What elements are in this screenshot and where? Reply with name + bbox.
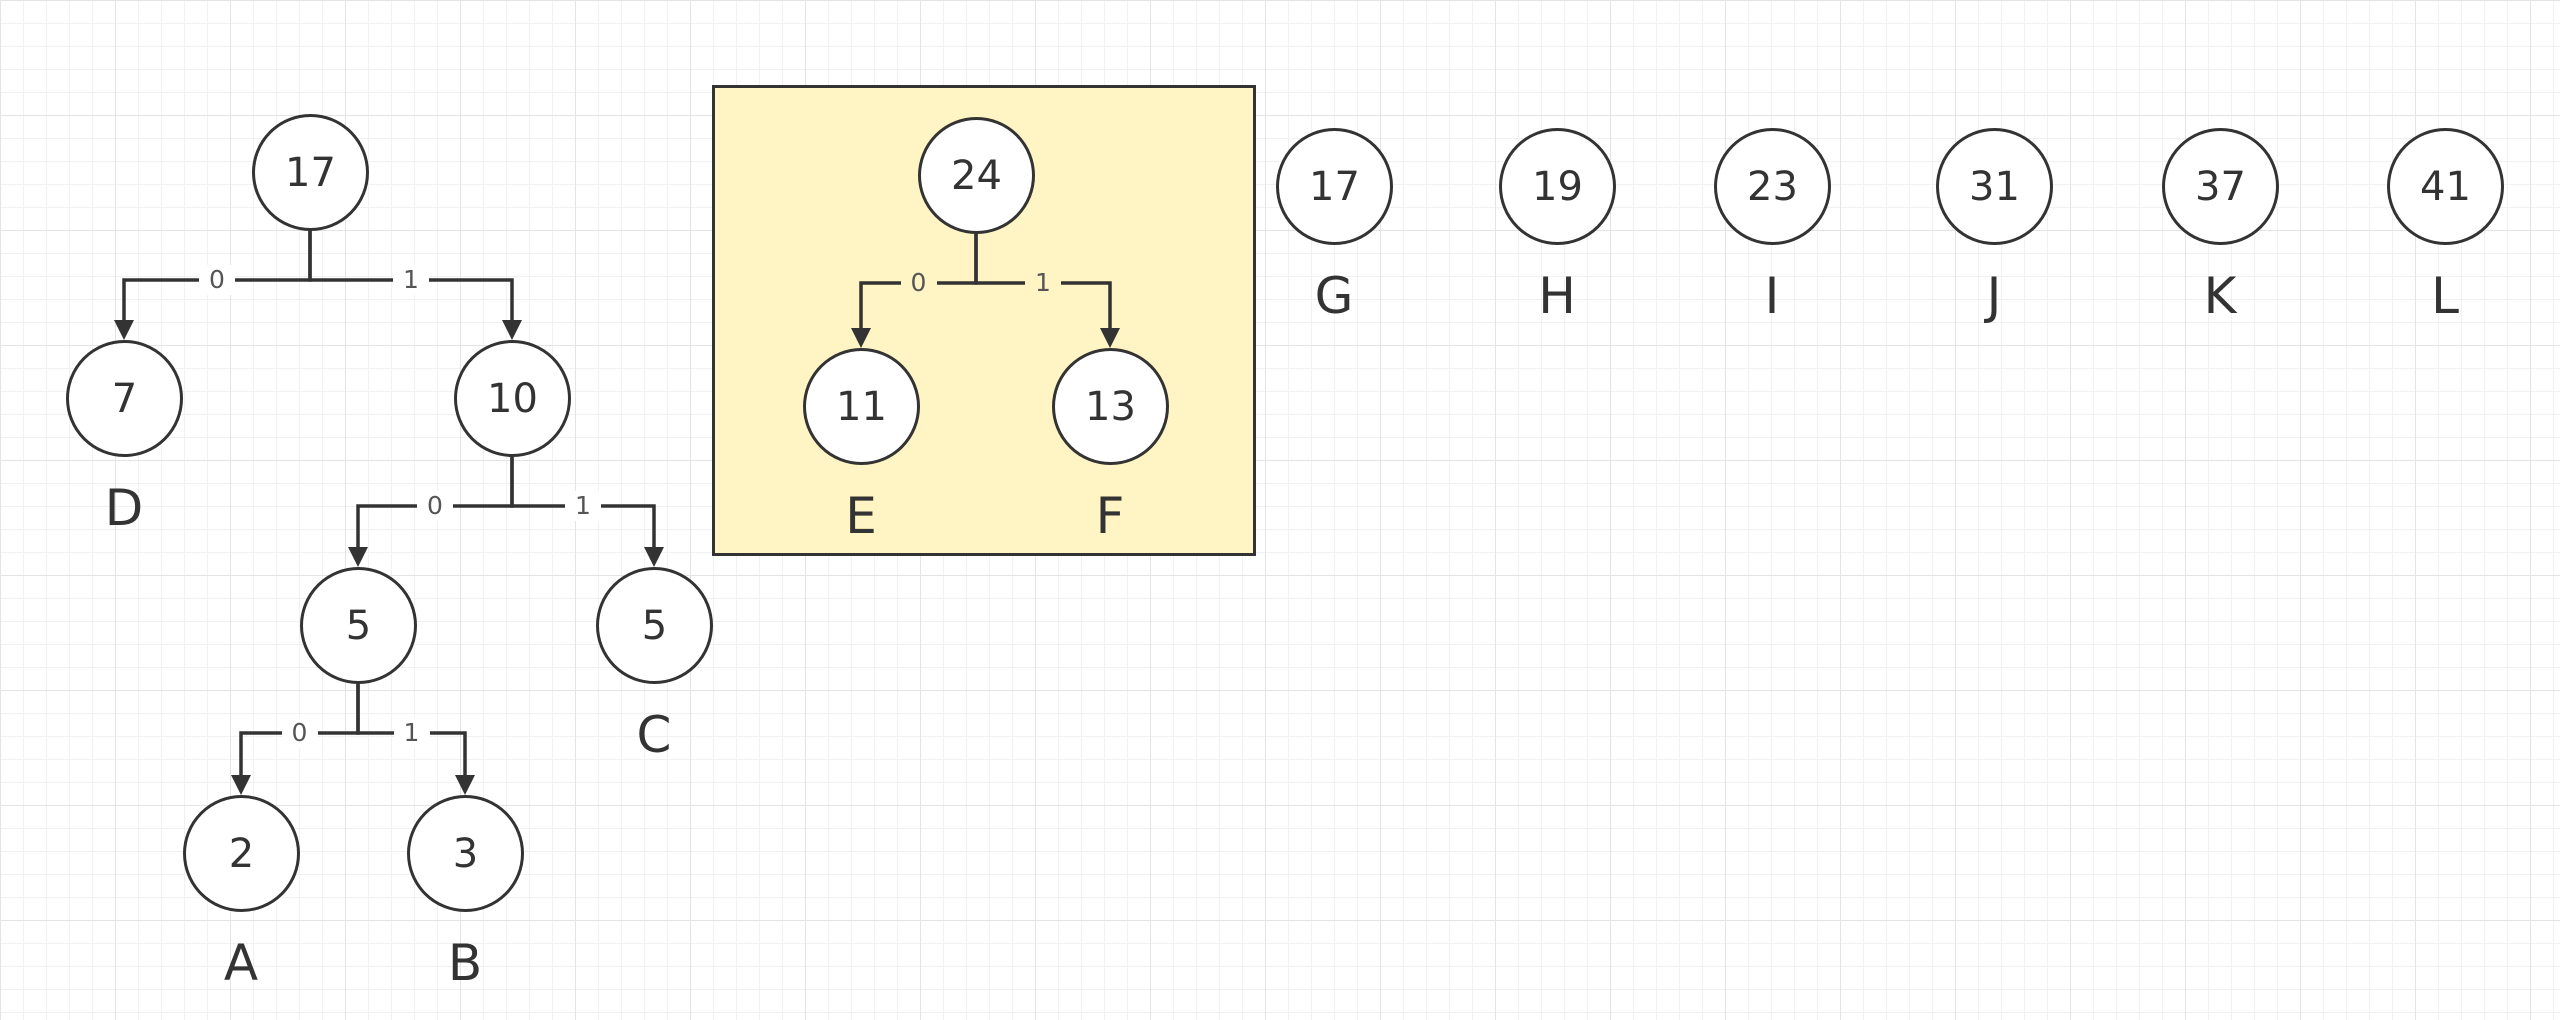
tree-node-37[interactable]: 37 bbox=[2162, 128, 2279, 245]
edge-bit-label: 1 bbox=[393, 718, 430, 748]
tree-node-41[interactable]: 41 bbox=[2387, 128, 2504, 245]
edge-bit-label: 1 bbox=[1025, 268, 1061, 298]
leaf-label-E: E bbox=[845, 487, 877, 545]
tree-node-7[interactable]: 7 bbox=[66, 340, 183, 457]
tree-node-23[interactable]: 23 bbox=[1714, 128, 1831, 245]
edge-bit-label: 0 bbox=[281, 718, 318, 748]
edge-bit-label: 1 bbox=[393, 265, 429, 295]
tree-node-17[interactable]: 17 bbox=[1276, 128, 1393, 245]
arrowhead-icon bbox=[644, 547, 664, 567]
edge-bit-label: 0 bbox=[199, 265, 235, 295]
tree-node-5[interactable]: 5 bbox=[300, 567, 417, 684]
arrowhead-icon bbox=[231, 775, 251, 795]
tree-node-17[interactable]: 17 bbox=[252, 114, 369, 231]
edge-bit-label: 0 bbox=[900, 268, 937, 298]
leaf-label-C: C bbox=[636, 706, 672, 764]
edge-bit-label: 1 bbox=[565, 491, 601, 521]
leaf-label-H: H bbox=[1538, 267, 1576, 325]
tree-node-24[interactable]: 24 bbox=[918, 117, 1035, 234]
tree-node-3[interactable]: 3 bbox=[407, 795, 524, 912]
leaf-label-A: A bbox=[223, 934, 259, 992]
edge-bit-label: 0 bbox=[417, 491, 453, 521]
tree-node-5[interactable]: 5 bbox=[596, 567, 713, 684]
tree-node-13[interactable]: 13 bbox=[1052, 348, 1169, 465]
tree-node-11[interactable]: 11 bbox=[803, 348, 920, 465]
tree-node-2[interactable]: 2 bbox=[183, 795, 300, 912]
leaf-label-D: D bbox=[104, 479, 144, 537]
leaf-label-G: G bbox=[1314, 267, 1354, 325]
leaf-label-J: J bbox=[1986, 267, 2002, 325]
tree-node-31[interactable]: 31 bbox=[1936, 128, 2053, 245]
arrowhead-icon bbox=[348, 547, 368, 567]
arrowhead-icon bbox=[455, 775, 475, 795]
leaf-label-K: K bbox=[2203, 267, 2237, 325]
leaf-label-B: B bbox=[447, 934, 483, 992]
leaf-label-F: F bbox=[1095, 487, 1125, 545]
tree-node-19[interactable]: 19 bbox=[1499, 128, 1616, 245]
arrowhead-icon bbox=[502, 320, 522, 340]
leaf-label-I: I bbox=[1764, 267, 1780, 325]
tree-node-10[interactable]: 10 bbox=[454, 340, 571, 457]
arrowhead-icon bbox=[114, 320, 134, 340]
leaf-label-L: L bbox=[2431, 267, 2459, 325]
